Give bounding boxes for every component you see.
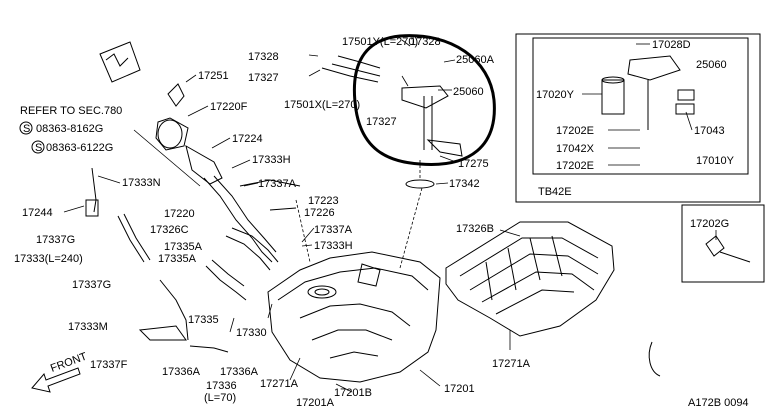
label-17336a: 17336A [162,366,201,378]
tb42e-inset-frame [515,33,761,203]
label-17224: 17224 [232,133,263,145]
diagram-code: A172B 0094 [688,397,749,409]
label-25060: 25060 [453,86,484,98]
label-17275: 17275 [458,158,489,170]
label-17010y: 17010Y [696,155,735,167]
filler-hose-assembly [99,41,301,301]
label-17335a: 17335A [158,253,197,265]
label-17333n: 17333N [122,177,161,189]
leader-lines [63,39,717,393]
screw-symbol-icon [31,140,45,154]
dashed-guides [295,160,423,269]
label-17337f: 17337F [90,359,128,371]
fuel-tank-17201 [267,251,441,383]
label-17337g: 17337G [72,279,111,291]
label-17201: 17201 [444,383,475,395]
label-17271a: 17271A [260,378,299,390]
label-17337a: 17337A [314,224,353,236]
label-17336-length: (L=70) [204,392,236,404]
label-17220f: 17220F [210,101,248,113]
label-17244: 17244 [22,207,53,219]
screw-symbol-icon [19,121,33,135]
label-17333m: 17333M [68,321,108,333]
label-17201a: 17201A [296,397,335,409]
label-17501y: 17501Y(L=270) [342,36,418,48]
highlight-circle [352,34,496,166]
label-17223: 17223 [308,195,339,207]
label-17202e: 17202E [556,125,594,137]
label-17326c: 17326C [150,224,189,236]
label-17020y: 17020Y [536,89,575,101]
front-arrow-icon [31,367,81,393]
label-17326b: 17326B [456,223,494,235]
clip-inset-frame [681,204,765,283]
label-17328: 17328 [410,36,441,48]
label-17202e: 17202E [556,160,594,172]
label-17333h: 17333H [314,240,353,252]
label-screw-8162g: 08363-8162G [36,123,103,135]
label-17333-length: 17333(L=240) [14,253,83,265]
label-17043: 17043 [694,125,725,137]
label-17226: 17226 [304,207,335,219]
label-17328: 17328 [248,51,279,63]
label-17327: 17327 [248,72,279,84]
label-25060a: 25060A [456,54,495,66]
tank-protector-17326b [445,221,615,337]
label-screw-symbol: S [35,142,42,154]
label-17337g: 17337G [36,234,75,246]
label-17342: 17342 [449,178,480,190]
vent-hose-assembly [85,167,229,353]
label-tb42e: TB42E [538,186,572,198]
label-17202g: 17202G [690,218,729,230]
label-17201b: 17201B [334,387,372,399]
sender-unit-tb42e [601,55,751,263]
label-17042x: 17042X [556,143,595,155]
label-17337a: 17337A [258,178,297,190]
label-17220: 17220 [164,208,195,220]
sender-unit-subframe [532,37,749,175]
label-17336: 17336 [206,380,237,392]
label-17333h: 17333H [252,154,291,166]
part-labels: 17501Y(L=270) 17328 17328 17327 17501X(L… [14,36,749,409]
stray-mark [648,341,661,377]
label-17336a: 17336A [220,366,259,378]
label-17335: 17335 [188,314,219,326]
label-17028d: 17028D [652,39,691,51]
label-17251: 17251 [198,70,229,82]
label-screw-symbol: S [23,123,30,135]
label-refer-sec: REFER TO SEC.780 [20,105,122,117]
label-17501x: 17501X(L=270) [284,99,360,111]
label-17327: 17327 [366,116,397,128]
label-screw-6122g: 08363-6122G [46,142,113,154]
label-17271a: 17271A [492,358,531,370]
label-17335a: 17335A [164,241,203,253]
label-25060: 25060 [696,59,727,71]
label-17330: 17330 [236,327,267,339]
